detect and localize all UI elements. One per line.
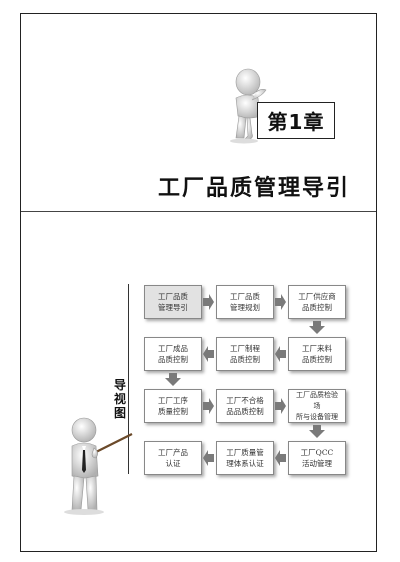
chapter-label-box: 第1章 — [257, 102, 335, 139]
flow-box-text: 工厂供应商 品质控制 — [298, 292, 336, 312]
flow-box-text: 工厂质量管 理体系认证 — [226, 448, 264, 468]
flow-box-text: 工厂成品 品质控制 — [158, 344, 188, 364]
arrow-right-icon — [203, 398, 214, 414]
arrow-down-icon — [309, 425, 325, 438]
guide-label: 导视图 — [110, 378, 130, 420]
guide-label-text: 导视图 — [113, 378, 126, 420]
flow-box-quality-guide: 工厂品质 管理导引 — [144, 285, 202, 319]
arrow-left-icon — [203, 346, 214, 362]
flow-box-qms-certification: 工厂质量管 理体系认证 — [216, 441, 274, 475]
flow-box-text: 工厂来料 品质控制 — [302, 344, 332, 364]
arrow-right-icon — [275, 398, 286, 414]
flow-box-text: 工厂品质 管理导引 — [158, 292, 188, 312]
chapter-number: 第1章 — [267, 110, 325, 134]
flow-box-finished-quality: 工厂成品 品质控制 — [144, 337, 202, 371]
arrow-right-icon — [275, 294, 286, 310]
flow-box-text: 工厂不合格 品品质控制 — [226, 396, 264, 416]
flow-box-text: 工厂工序 质量控制 — [158, 396, 188, 416]
section-divider — [21, 211, 376, 212]
flow-box-inspection-facility: 工厂品质检验场 所与设备管理 — [288, 389, 346, 423]
guide-rule — [128, 284, 129, 474]
flow-box-text: 工厂制程 品质控制 — [230, 344, 260, 364]
arrow-left-icon — [275, 346, 286, 362]
presenter-figure-icon — [64, 417, 133, 515]
flow-box-text: 工厂QCC 活动管理 — [300, 448, 334, 468]
arrow-right-icon — [203, 294, 214, 310]
flow-box-nonconforming-quality: 工厂不合格 品品质控制 — [216, 389, 274, 423]
flow-box-text: 工厂品质检验场 所与设备管理 — [296, 390, 338, 421]
flow-box-supplier-quality: 工厂供应商 品质控制 — [288, 285, 346, 319]
page-frame — [20, 13, 377, 552]
arrow-down-icon — [165, 373, 181, 386]
flow-box-product-certification: 工厂产品 认证 — [144, 441, 202, 475]
arrow-left-icon — [203, 450, 214, 466]
flow-box-operation-quality: 工厂工序 质量控制 — [144, 389, 202, 423]
flow-box-text: 工厂品质 管理规划 — [230, 292, 260, 312]
flow-box-process-quality: 工厂制程 品质控制 — [216, 337, 274, 371]
flow-box-incoming-quality: 工厂来料 品质控制 — [288, 337, 346, 371]
thinking-figure-icon — [230, 68, 267, 144]
flow-box-text: 工厂产品 认证 — [158, 448, 188, 468]
arrow-left-icon — [275, 450, 286, 466]
flow-box-qcc-activity: 工厂QCC 活动管理 — [288, 441, 346, 475]
chapter-title: 工厂品质管理导引 — [157, 175, 350, 201]
arrow-down-icon — [309, 321, 325, 334]
flow-box-quality-planning: 工厂品质 管理规划 — [216, 285, 274, 319]
